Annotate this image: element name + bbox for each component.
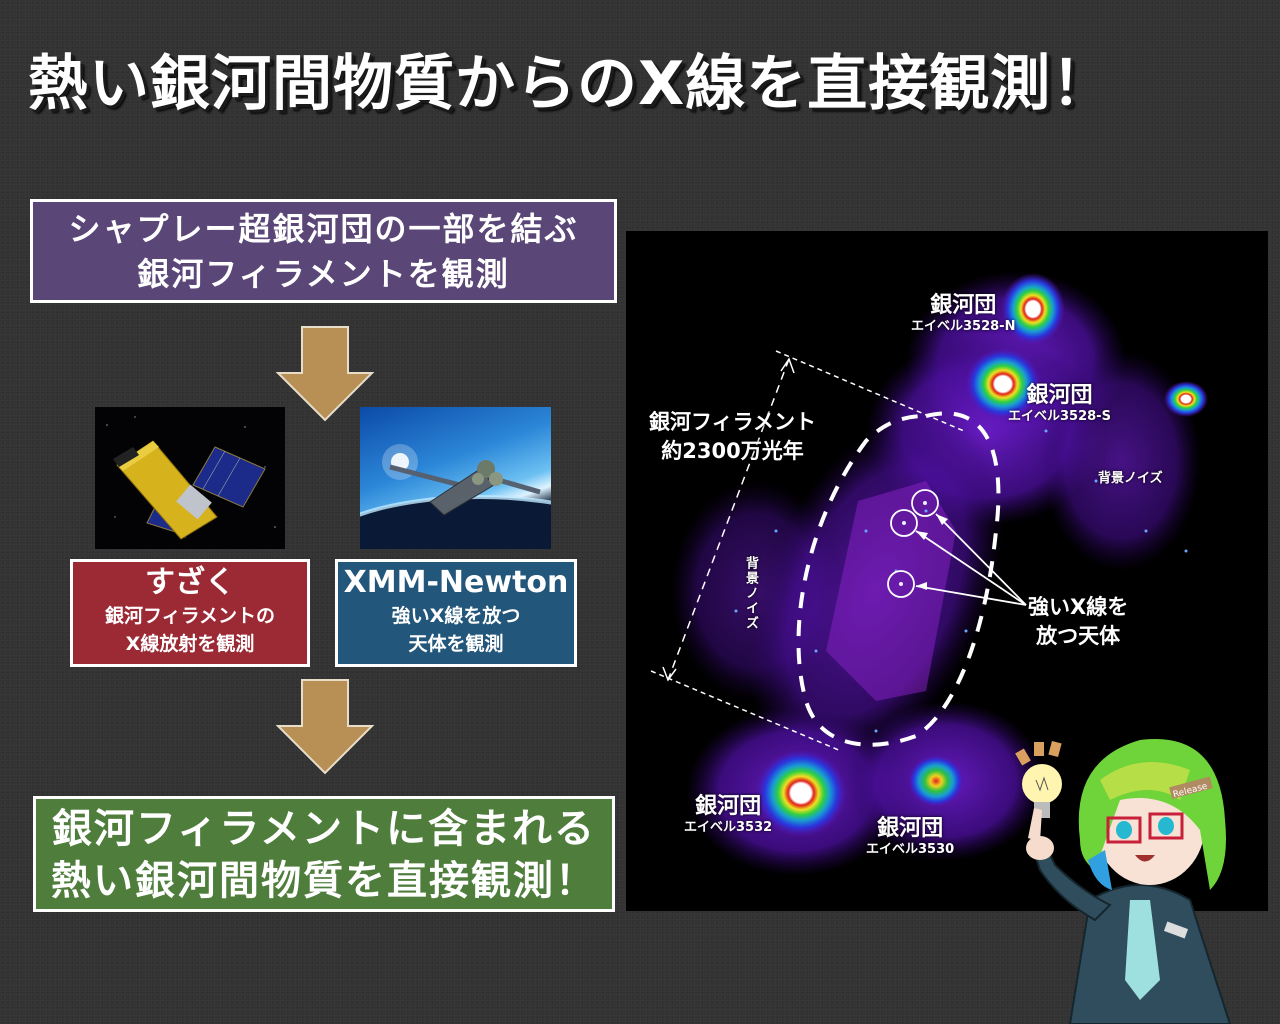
xmm-newton-name: XMM-Newton <box>343 565 569 600</box>
xmm-newton-desc-line1: 強いX線を放つ <box>391 605 521 627</box>
step1-box: シャプレー超銀河団の一部を結ぶ 銀河フィラメントを観測 <box>30 199 617 303</box>
background-noise-label-right: 背景ノイズ <box>1098 471 1163 486</box>
xray-emission-map <box>650 271 1208 876</box>
result-box: 銀河フィラメントに含まれる 熱い銀河間物質を直接観測！ <box>33 796 615 912</box>
xray-sources-label: 強いX線を 放つ天体 <box>1028 595 1129 648</box>
result-line1: 銀河フィラメントに含まれる <box>52 806 596 852</box>
page-title: 熱い銀河間物質からのX線を直接観測！ <box>28 49 1113 119</box>
filament-length-label: 銀河フィラメント 約2300万光年 <box>649 410 816 463</box>
suzaku-illustration <box>106 416 276 540</box>
xmm-newton-box: XMM-Newton 強いX線を放つ 天体を観測 <box>335 559 577 667</box>
down-arrow-icon <box>275 326 375 422</box>
xmm-newton-illustration <box>360 444 551 549</box>
mascot-character: Release <box>1015 739 1232 1024</box>
xmm-newton-desc-line2: 天体を観測 <box>408 633 504 655</box>
suzaku-satellite-image <box>95 407 285 549</box>
lightbulb-icon <box>1015 740 1062 818</box>
suzaku-desc-line1: 銀河フィラメントの <box>104 605 276 627</box>
step1-line1: シャプレー超銀河団の一部を結ぶ <box>68 210 579 248</box>
cluster-a3532-label: 銀河団 エイベル3532 <box>684 794 773 835</box>
step1-line2: 銀河フィラメントを観測 <box>137 255 510 293</box>
suzaku-desc-line2: X線放射を観測 <box>125 633 255 655</box>
suzaku-name: すざく <box>145 565 235 600</box>
xmm-newton-satellite-image <box>360 407 551 549</box>
down-arrow-icon <box>275 679 375 775</box>
result-line2: 熱い銀河間物質を直接観測！ <box>51 858 597 904</box>
cluster-a3530-label: 銀河団 エイベル3530 <box>866 816 955 857</box>
cluster-a3528n-label: 銀河団 エイベル3528-N <box>911 293 1016 334</box>
suzaku-box: すざく 銀河フィラメントの X線放射を観測 <box>70 559 310 667</box>
background-noise-label-left: 背景ノイズ <box>743 556 758 631</box>
cluster-a3528s-label: 銀河団 エイベル3528-S <box>1008 383 1111 424</box>
